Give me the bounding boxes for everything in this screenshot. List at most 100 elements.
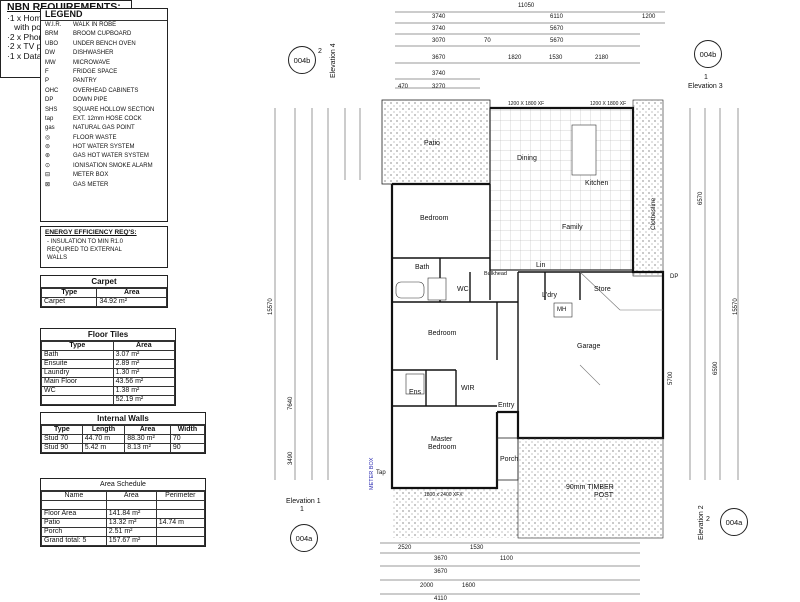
elevation-tag-3[interactable]: 004b [694,40,722,68]
dim-right-3: 6590 [713,361,719,375]
clothesline-label: Clothesline [650,197,657,230]
elevation-tag-number: 2 [706,516,710,523]
bathtub [395,281,425,299]
dim-row5-a: 470 [398,84,409,90]
dim-row2-c: 5670 [550,38,564,44]
room-label-ensuite: Ens [409,389,422,396]
nbn-title: NBN REQUIREMENTS: [7,1,121,13]
legend-item: ⊙IONISATION SMOKE ALARM [41,162,167,171]
meter-box-label: METER BOX [369,457,375,490]
nbn-line: ·1 x Data point [7,50,63,61]
gas-meter-icon: ⊠ [45,181,51,188]
dim-row3-d: 2180 [595,55,609,61]
dim-right-2: 5700 [668,371,674,385]
nbn-line: ·2 x TV points [7,41,60,51]
table-row: 52.19 m² [41,395,176,405]
column-header: Area [96,288,167,298]
elevation-label: Elevation 4 [330,43,337,78]
carpet-title: Carpet [41,276,167,288]
area-schedule-table: Area Schedule Name Area Perimeter Floor … [40,478,206,547]
room-label-dining: Dining [517,155,537,162]
room-label-kitchen: Kitchen [585,180,609,187]
hot-water-icon: ⊜ [45,144,51,151]
elevation-label: Elevation 1 [286,498,321,505]
gas-hot-water-icon: ⊛ [45,153,51,160]
timber-post-label-2: POST [594,492,614,499]
energy-line: WALLS [47,255,68,261]
energy-efficiency-note: ENERGY EFFICIENCY REQ'S: - INSULATION TO… [40,226,168,268]
dim-right-1: 6570 [698,191,704,205]
floor-waste-icon: ◎ [45,134,51,141]
window-size-2: 1200 X 1800 XF [590,101,627,107]
dim-row5-b: 3270 [432,84,446,90]
room-label-master: Master [431,436,453,443]
elevation-tag-4[interactable]: 004b [288,46,316,74]
room-label-bath: Bath [415,264,430,271]
room-label-patio: Patio [424,140,440,147]
meter-box-icon: ⊟ [45,172,51,179]
legend-item: W.I.R.WALK IN ROBE [45,22,117,28]
room-label-porch: Porch [500,456,519,463]
elevation-tag-number: 2 [318,48,322,55]
elevation-tag-number: 1 [704,74,708,81]
legend-item: ◎FLOOR WASTE [41,134,167,143]
right-dimension-lines [689,108,739,480]
dim-left-total: 15570 [268,298,274,315]
dim-bottom-6: 2000 [420,583,434,589]
column-header: Perimeter [155,491,206,501]
room-label-master-bedroom: Bedroom [428,444,457,451]
elevation-tag-2[interactable]: 004a [720,508,748,536]
dim-bottom-7: 1600 [462,583,476,589]
energy-title: ENERGY EFFICIENCY REQ'S: [45,229,137,236]
column-header: Width [169,425,206,435]
elevation-label: Elevation 3 [688,83,723,90]
column-header: Area [112,341,176,351]
living-tiled-area [489,107,634,271]
legend-item: ⊠GAS METER [41,181,167,190]
front-garden [392,488,518,538]
elevation-label: Elevation 2 [698,505,705,540]
side-garden [632,99,664,277]
garage-roof-lines [579,271,663,386]
window-size-3: 1800 x 2400 XFX [424,492,463,498]
column-header: Name [41,491,107,501]
internal-walls-title: Internal Walls [41,413,205,425]
room-label-wir: WIR [461,385,475,392]
dim-top-5: 5670 [550,26,564,32]
elevation-tag-1[interactable]: 004a [290,524,318,552]
internal-walls-table: Internal Walls Type Length Area Width St… [40,412,206,454]
area-schedule-title: Area Schedule [41,479,205,491]
timber-post-label: 90mm TIMBER [566,484,614,491]
column-header: Area [124,425,171,435]
left-dimension-lines [274,108,361,480]
dim-bottom-8: 4110 [434,596,447,602]
dim-bottom-4: 3670 [434,569,448,575]
dim-row3-b: 1820 [508,55,522,61]
mh-label: MH [557,307,567,313]
energy-line: - INSULATION TO MIN R1.0 [47,239,124,245]
dim-right-total: 15570 [733,298,739,315]
dim-left-2: 3490 [288,451,294,465]
downpipe-label: DP [670,274,679,280]
room-label-garage: Garage [577,343,601,350]
dim-top-4: 3740 [432,26,446,32]
meter-box-on-plan [553,302,573,318]
smoke-alarm-icon: ⊙ [45,162,51,169]
